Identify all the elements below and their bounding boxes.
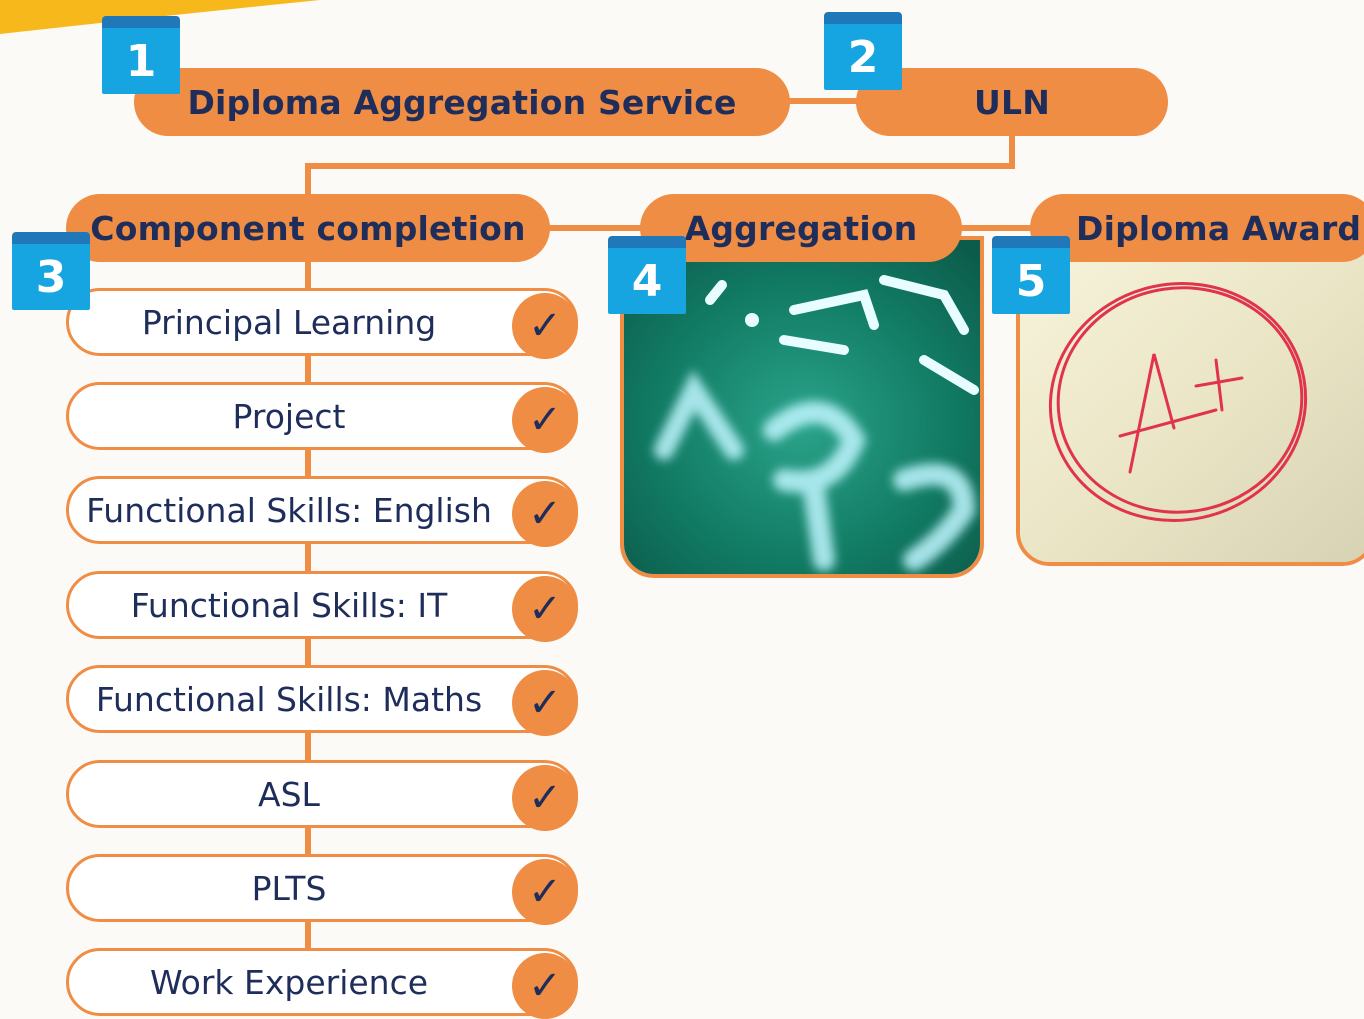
diploma-award-pill: Diploma Award	[1030, 194, 1364, 262]
component-item-label: Project	[232, 396, 346, 436]
step-badge-1: 1	[102, 16, 180, 94]
yellow-swoosh-decoration	[0, 0, 320, 34]
component-item: Functional Skills: English ✓	[66, 476, 578, 547]
diploma-award-label: Diploma Award	[1076, 208, 1362, 248]
component-item: Functional Skills: IT ✓	[66, 571, 578, 642]
aggregation-label: Aggregation	[684, 208, 918, 248]
checkmark-icon: ✓	[512, 293, 578, 359]
diploma-aggregation-service-pill: Diploma Aggregation Service	[134, 68, 790, 136]
checkmark-icon: ✓	[512, 670, 578, 736]
aggregation-pill: Aggregation	[640, 194, 962, 262]
checkmark-icon: ✓	[512, 765, 578, 831]
step-badge-3: 3	[12, 232, 90, 310]
component-completion-label: Component completion	[90, 208, 526, 248]
component-completion-pill: Component completion	[66, 194, 550, 262]
component-item-label: Work Experience	[149, 962, 429, 1002]
component-item: Project ✓	[66, 382, 578, 453]
uln-label: ULN	[973, 82, 1051, 122]
uln-pill: ULN	[856, 68, 1168, 136]
component-item-label: Principal Learning	[141, 302, 437, 342]
component-item: Work Experience ✓	[66, 948, 578, 1019]
calculator-digits-image	[624, 240, 980, 574]
checkmark-icon: ✓	[512, 576, 578, 642]
diploma-award-photo	[1016, 236, 1364, 566]
step-badge-2: 2	[824, 12, 902, 90]
component-item: Principal Learning ✓	[66, 288, 578, 359]
checkmark-icon: ✓	[512, 953, 578, 1019]
component-item: PLTS ✓	[66, 854, 578, 925]
component-item-label: Functional Skills: English	[86, 490, 492, 530]
component-item-label: PLTS	[251, 868, 327, 908]
diploma-aggregation-service-label: Diploma Aggregation Service	[187, 82, 737, 122]
component-item: Functional Skills: Maths ✓	[66, 665, 578, 736]
step-badge-5: 5	[992, 236, 1070, 314]
step-badge-4: 4	[608, 236, 686, 314]
component-item: ASL ✓	[66, 760, 578, 831]
checkmark-icon: ✓	[512, 481, 578, 547]
a-plus-grade-image	[1020, 240, 1364, 562]
aggregation-photo	[620, 236, 984, 578]
component-item-label: Functional Skills: IT	[130, 585, 448, 625]
checkmark-icon: ✓	[512, 387, 578, 453]
checkmark-icon: ✓	[512, 859, 578, 925]
component-item-label: Functional Skills: Maths	[95, 679, 483, 719]
component-item-label: ASL	[258, 774, 320, 814]
